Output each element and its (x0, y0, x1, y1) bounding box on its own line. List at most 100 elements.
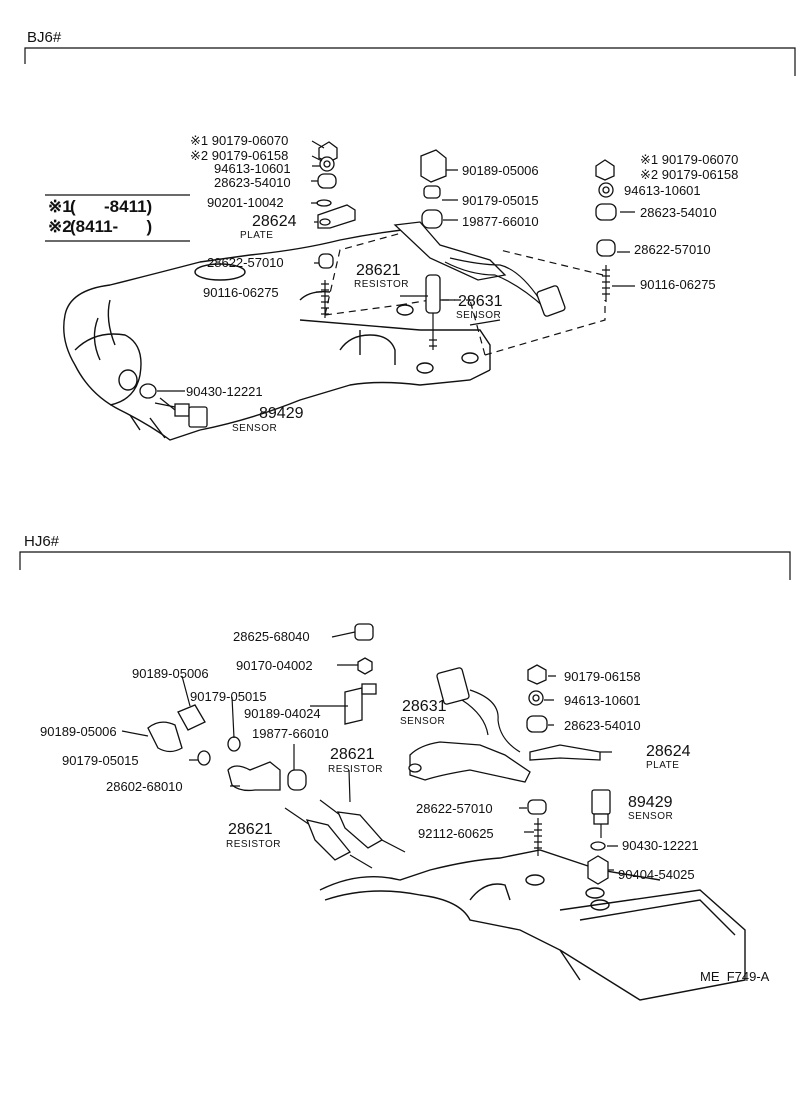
label-92112-60625: 92112-60625 (418, 826, 494, 841)
note-1-text: ( -8411) (70, 197, 152, 216)
section-bj6: BJ6# (24, 29, 796, 441)
sensor-bracket-icon (393, 221, 507, 281)
connector-icon (436, 667, 470, 705)
label-28631: 28631 (402, 698, 447, 715)
label-28622-57010-right: 28622-57010 (634, 242, 711, 257)
section-bracket-bj6 (24, 47, 796, 76)
label-90179-05015-left: 90179-05015 (62, 753, 139, 768)
label-28623-54010: 28623-54010 (564, 718, 641, 733)
label-28622-57010: 28622-57010 (416, 801, 493, 816)
resistor-body-icon (425, 274, 441, 314)
label-28621: 28621 (356, 262, 401, 279)
label-sensor-89429: SENSOR (232, 423, 277, 434)
nut-icon (357, 657, 373, 675)
insulator-icon (526, 715, 548, 733)
label-94613-10601-right: 94613-10601 (624, 183, 701, 198)
insulator-icon (317, 173, 337, 189)
connector-housing-icon (147, 721, 183, 753)
nut-icon (318, 141, 338, 163)
label-sensor-28631: SENSOR (400, 716, 445, 727)
label-28623-54010: 28623-54010 (214, 175, 291, 190)
insulator-icon (287, 769, 307, 791)
label-90189-05006: 90189-05006 (462, 163, 539, 178)
label-94613-10601: 94613-10601 (564, 693, 641, 708)
nut-icon (527, 664, 547, 685)
notes-divider (45, 194, 190, 242)
resistor-body-icon (305, 819, 352, 861)
insulator-icon (421, 209, 443, 229)
label-28625-68040: 28625-68040 (233, 629, 310, 644)
label-90189-05006-top: 90189-05006 (132, 666, 209, 681)
label-28624: 28624 (252, 213, 297, 230)
label-90179-06158: 90179-06158 (564, 669, 641, 684)
bolt-stack-left (316, 141, 356, 318)
connector-icon (177, 704, 206, 731)
nut-icon (197, 750, 211, 766)
sensor-plate-icon (409, 741, 531, 783)
insulator-icon (595, 203, 617, 221)
label-89429: 89429 (628, 794, 673, 811)
label-90179-05015-top: 90179-05015 (190, 689, 267, 704)
nut-icon (595, 159, 615, 181)
notes-box: ※1 ( -8411) ※2 (8411- ) (45, 194, 190, 242)
note-1-mark: ※1 (48, 197, 72, 216)
label-resistor: RESISTOR (354, 279, 409, 290)
label-90430-12221: 90430-12221 (186, 384, 263, 399)
washer-hole-icon (602, 186, 610, 194)
sensor-connector-icon (591, 789, 611, 815)
sensor-connector-icon (188, 406, 208, 428)
sensor-hex-icon (174, 403, 190, 417)
label-plate: PLATE (240, 230, 273, 241)
plate-icon (529, 744, 601, 761)
stud-bolt-icon (534, 818, 542, 856)
label-90201-10042: 90201-10042 (207, 195, 284, 210)
clamp-screw-icon (361, 683, 377, 695)
flat-washer-icon (316, 199, 332, 207)
plate-hole-icon (319, 218, 331, 226)
section-hj6: HJ6# (19, 533, 791, 1001)
label-90116-06275-right: 90116-06275 (640, 277, 716, 292)
label-90179-06070-right: ※1 90179-06070 (640, 152, 738, 167)
label-90404-54025: 90404-54025 (618, 867, 695, 882)
section-header-hj6: HJ6# (24, 533, 60, 550)
label-sensor: SENSOR (456, 310, 501, 321)
label-90189-05006-left: 90189-05006 (40, 724, 117, 739)
sensor-hex-icon (593, 813, 609, 825)
washer-hole-icon (323, 160, 331, 168)
label-sensor-89429: SENSOR (628, 811, 673, 822)
resistor-body-icon (336, 811, 384, 849)
section-bracket-hj6 (19, 551, 791, 580)
section-header-bj6: BJ6# (27, 29, 62, 46)
resistor-lead-icon (429, 313, 437, 350)
label-19877-66010: 19877-66010 (462, 214, 539, 229)
label-90116-06275: 90116-06275 (203, 285, 279, 300)
stud-bolt-icon (602, 265, 610, 302)
hj6-sensor-89429 (587, 789, 611, 885)
engine-outline-hj6 (319, 849, 746, 1001)
note-2-mark: ※2 (48, 217, 72, 236)
bolt-stack-right (595, 159, 617, 302)
footer-code: ME F749-A (700, 969, 770, 984)
label-90189-04024: 90189-04024 (244, 706, 321, 721)
sensor-89429-bj6 (139, 383, 208, 428)
label-28602-68010: 28602-68010 (106, 779, 183, 794)
label-28624: 28624 (646, 743, 691, 760)
label-resistor-upper: RESISTOR (328, 764, 383, 775)
hj6-resistors (284, 799, 406, 869)
note-2-text: (8411- ) (70, 217, 152, 236)
hj6-right-stack (526, 664, 601, 856)
label-28621-lower: 28621 (228, 821, 273, 838)
engine-outline-bj6 (63, 227, 491, 441)
label-90179-05015: 90179-05015 (462, 193, 539, 208)
label-28623-54010-right: 28623-54010 (640, 205, 717, 220)
spacer-icon (596, 239, 616, 257)
label-90179-06070: ※1 90179-06070 (190, 133, 288, 148)
connector-icon (420, 149, 447, 183)
stud-bolt-icon (321, 280, 329, 318)
label-90179-06158: ※2 90179-06158 (190, 148, 288, 163)
nut-icon (227, 736, 241, 752)
bracket-clamp-icon (344, 687, 363, 725)
label-90170-04002: 90170-04002 (236, 658, 313, 673)
nut-icon (423, 185, 441, 199)
